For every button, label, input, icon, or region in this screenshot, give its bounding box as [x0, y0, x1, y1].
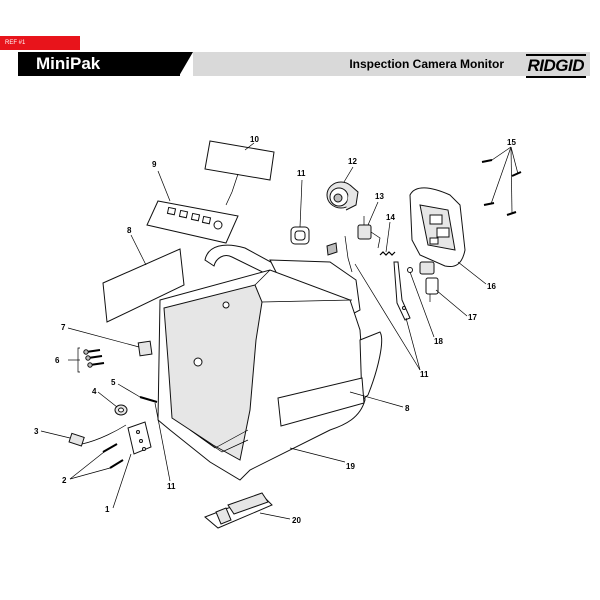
part-17-latch [419, 261, 439, 302]
part-10-label [204, 140, 275, 206]
callout-13: 13 [375, 192, 384, 201]
part-16-cover [409, 187, 466, 268]
part-5-pin [139, 396, 158, 403]
part-19-housing [157, 244, 383, 481]
part-13-switch [357, 216, 381, 249]
callout-9: 9 [152, 160, 157, 169]
callout-8-right: 8 [405, 404, 410, 413]
callout-12: 12 [348, 157, 357, 166]
callout-3: 3 [34, 427, 39, 436]
part-6-screws [83, 349, 105, 368]
product-title: MiniPak [18, 52, 180, 76]
part-7-clip [137, 340, 153, 357]
title-band: Inspection Camera Monitor RIDGID [193, 52, 590, 78]
callout-1: 1 [105, 505, 110, 514]
part-9-keypad [146, 200, 239, 244]
callout-6: 6 [55, 356, 60, 365]
part-12-grommet [326, 181, 359, 211]
callout-16: 16 [487, 282, 496, 291]
part-2-screws [102, 443, 124, 469]
ref-tag: REF #1 [0, 36, 80, 50]
callout-7: 7 [61, 323, 66, 332]
product-subtitle: Inspection Camera Monitor [349, 57, 504, 71]
part-8-right-label [277, 377, 365, 427]
callout-19: 19 [346, 462, 355, 471]
callout-14: 14 [386, 213, 395, 222]
part-4-washer [114, 404, 128, 416]
header-bar: MiniPak Inspection Camera Monitor RIDGID [18, 52, 590, 78]
callout-11-right: 11 [420, 370, 429, 379]
callout-11-bottom: 11 [167, 482, 176, 491]
part-1-bracket [127, 421, 152, 455]
part-20-battery-door [204, 492, 273, 529]
part-18-strip [393, 261, 413, 321]
callout-4: 4 [92, 387, 97, 396]
callout-18: 18 [434, 337, 443, 346]
brand-logo: RIDGID [525, 54, 586, 78]
part-8-left-label [102, 248, 185, 323]
callout-10: 10 [250, 135, 259, 144]
callout-11-top: 11 [297, 169, 306, 178]
callout-17: 17 [468, 313, 477, 322]
callout-20: 20 [292, 516, 301, 525]
title-slant [179, 52, 193, 76]
callout-8-left: 8 [127, 226, 132, 235]
part-3-connector [68, 424, 127, 447]
callout-15: 15 [507, 138, 516, 147]
callout-5: 5 [111, 378, 116, 387]
part-11-seals [290, 226, 353, 273]
part-15-screws [481, 159, 522, 216]
callout-2: 2 [62, 476, 67, 485]
leader-lines [40, 142, 519, 520]
part-14-spring [379, 251, 396, 256]
